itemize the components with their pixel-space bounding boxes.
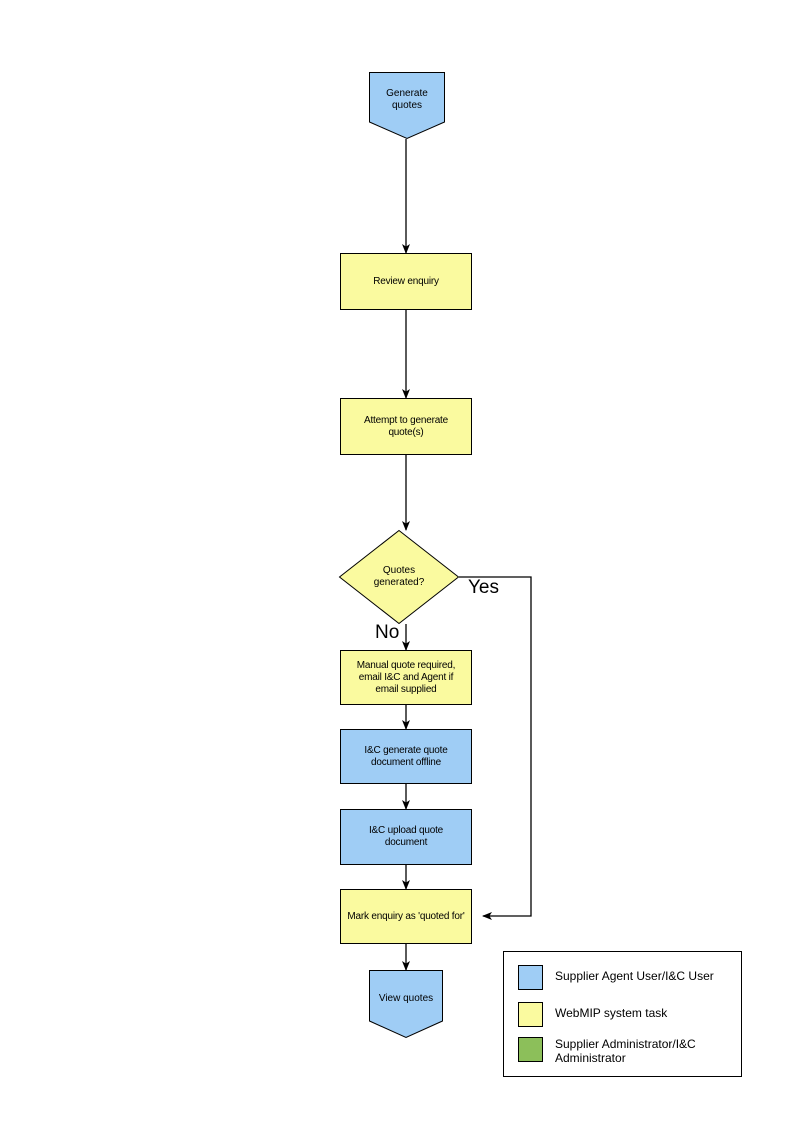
legend-item-supplier-administrator: Supplier Administrator/I&C Administrator xyxy=(518,1037,696,1065)
edge-label-yes: Yes xyxy=(468,577,499,598)
node-decision-quotes-generated[interactable]: Quotes generated? xyxy=(338,529,460,625)
node-label: Quotes generated? xyxy=(373,565,425,588)
node-label: I&C generate quote document offline xyxy=(364,744,448,768)
edge-label-no: No xyxy=(375,622,400,643)
node-label: I&C upload quote document xyxy=(368,825,444,848)
legend-swatch-green xyxy=(518,1037,543,1062)
node-generate-quotes[interactable]: Generate quotes xyxy=(369,72,445,140)
legend: Supplier Agent User/I&C User WebMIP syst… xyxy=(503,951,742,1077)
node-label: View quotes xyxy=(378,993,434,1004)
node-label: Generate quotes xyxy=(386,88,428,111)
legend-item-webmip-system-task: WebMIP system task xyxy=(518,1002,667,1027)
node-label: Mark enquiry as 'quoted for' xyxy=(347,910,465,922)
node-ic-generate-quote-offline[interactable]: I&C generate quote document offline xyxy=(340,729,472,784)
node-review-enquiry[interactable]: Review enquiry xyxy=(340,253,472,310)
legend-swatch-blue xyxy=(518,965,543,990)
node-manual-quote-required[interactable]: Manual quote required, email I&C and Age… xyxy=(340,650,472,705)
node-view-quotes[interactable]: View quotes xyxy=(369,970,443,1039)
edge-decision-yes-to-mark xyxy=(459,576,532,920)
node-label: Attempt to generate quote(s) xyxy=(363,414,449,438)
node-mark-enquiry-quoted-for[interactable]: Mark enquiry as 'quoted for' xyxy=(340,889,472,944)
node-label: Manual quote required, email I&C and Age… xyxy=(356,659,456,695)
legend-item-supplier-agent-user: Supplier Agent User/I&C User xyxy=(518,965,714,990)
legend-swatch-yellow xyxy=(518,1002,543,1027)
legend-label: Supplier Administrator/I&C Administrator xyxy=(555,1037,696,1065)
legend-label: Supplier Agent User/I&C User xyxy=(555,969,714,983)
node-attempt-generate-quotes[interactable]: Attempt to generate quote(s) xyxy=(340,398,472,455)
legend-label: WebMIP system task xyxy=(555,1006,668,1020)
node-label: Review enquiry xyxy=(373,275,439,287)
node-ic-upload-quote-document[interactable]: I&C upload quote document xyxy=(340,809,472,865)
